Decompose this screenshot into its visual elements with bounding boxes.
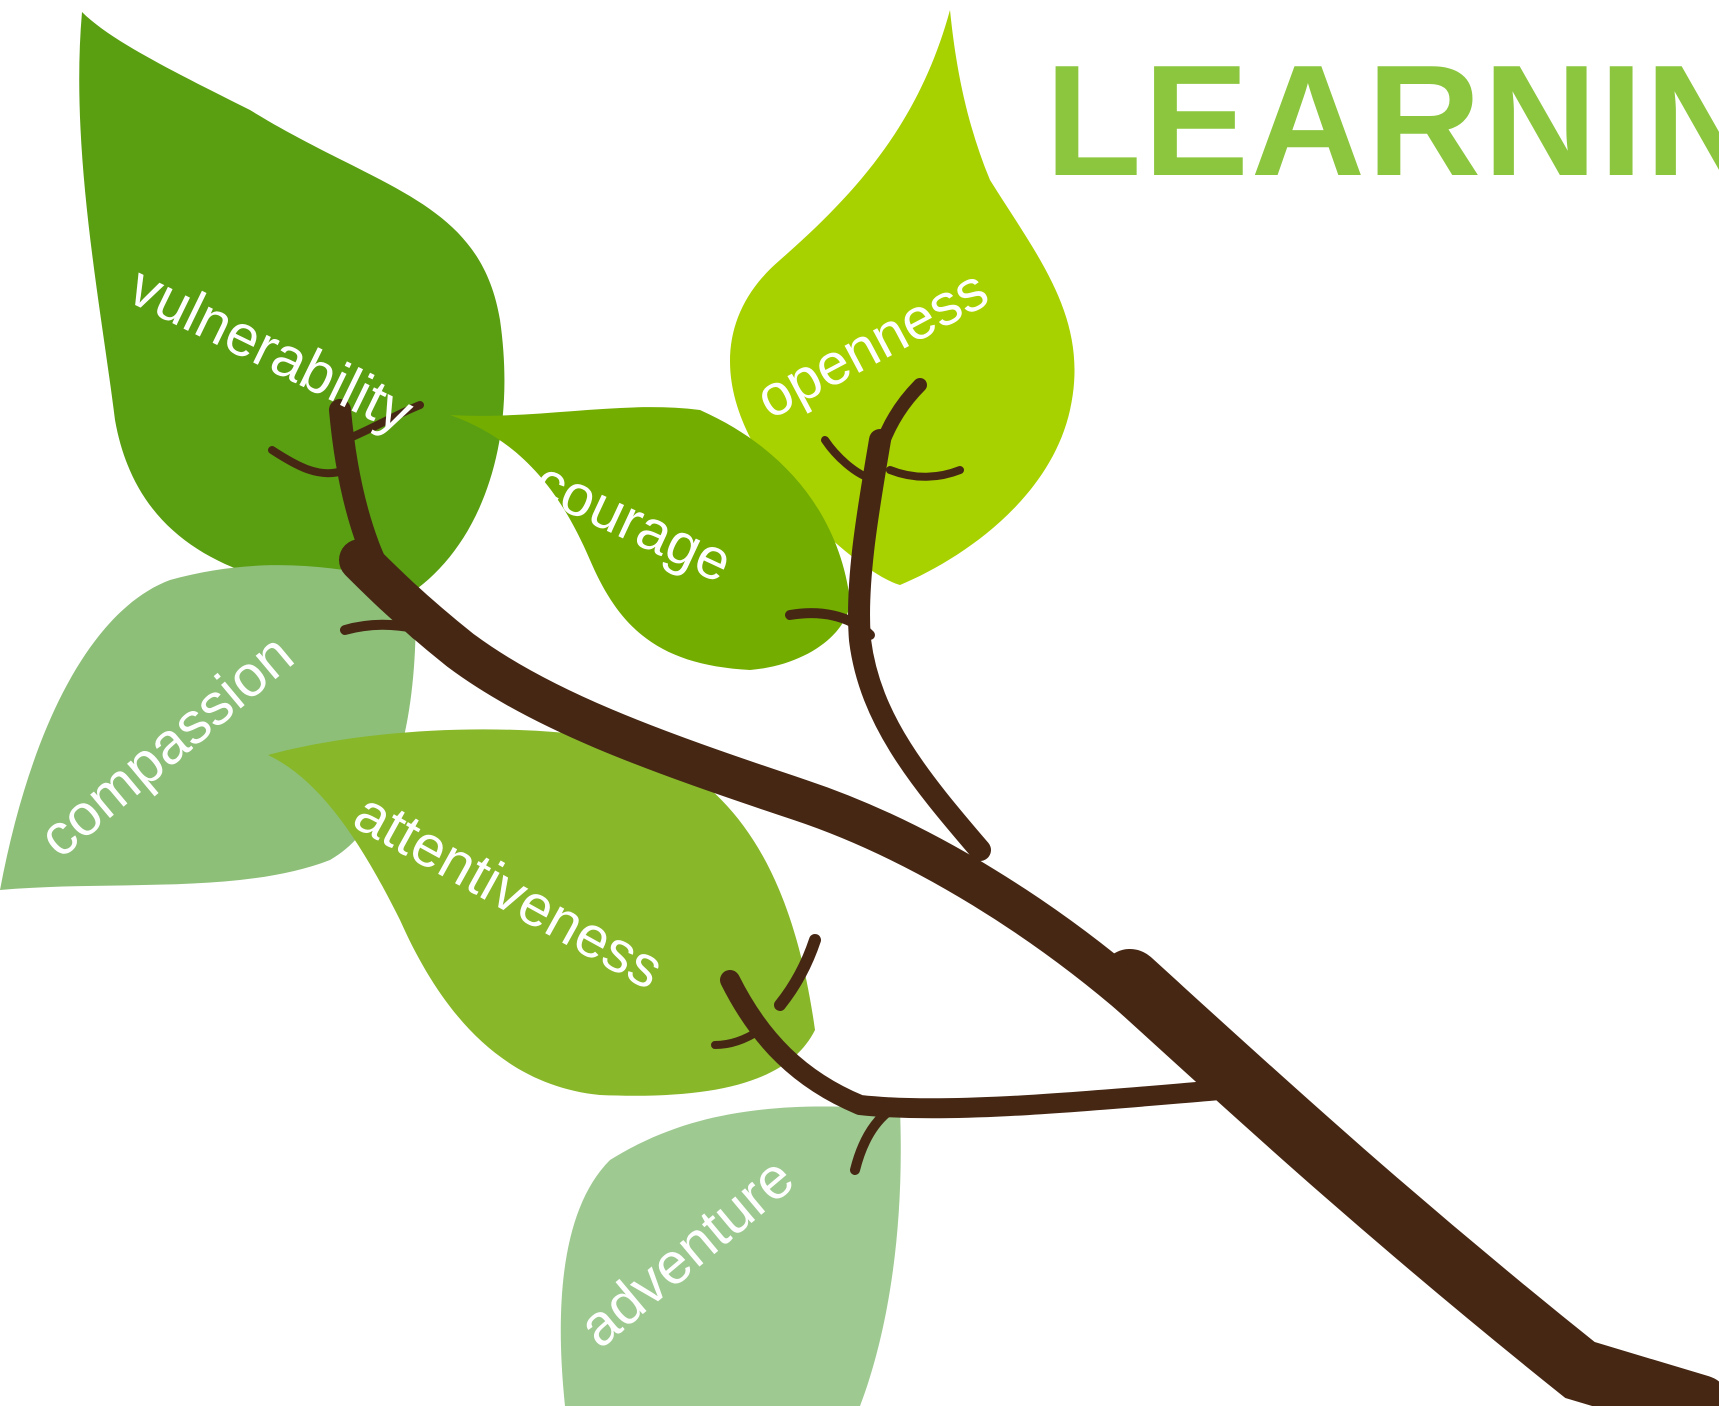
leaf-adventure xyxy=(560,1106,901,1406)
branch xyxy=(268,378,1719,1406)
branch-upper-left xyxy=(329,399,431,641)
twig-openness-right xyxy=(886,466,964,481)
twig-openness-left xyxy=(821,436,879,484)
branch-attentiveness-stem xyxy=(774,934,821,1011)
leaf-courage xyxy=(450,407,850,670)
twig-attentiveness xyxy=(711,1026,764,1049)
branch-adventure-stem xyxy=(850,1105,895,1175)
twig-vulnerability-left xyxy=(268,446,349,478)
leaf-openness xyxy=(730,10,1075,585)
branch-trunk xyxy=(1099,949,1719,1406)
branch-openness-stem xyxy=(873,378,927,457)
twig-compassion xyxy=(340,619,450,645)
twig-courage xyxy=(785,608,875,640)
leaf-compassion xyxy=(0,565,416,890)
twig-vulnerability-right xyxy=(341,401,424,444)
leaf-vulnerability xyxy=(79,12,505,600)
leaf-attentiveness xyxy=(268,729,815,1096)
page-title: LEARNIN xyxy=(1045,33,1719,209)
branch-up-right xyxy=(848,429,991,861)
